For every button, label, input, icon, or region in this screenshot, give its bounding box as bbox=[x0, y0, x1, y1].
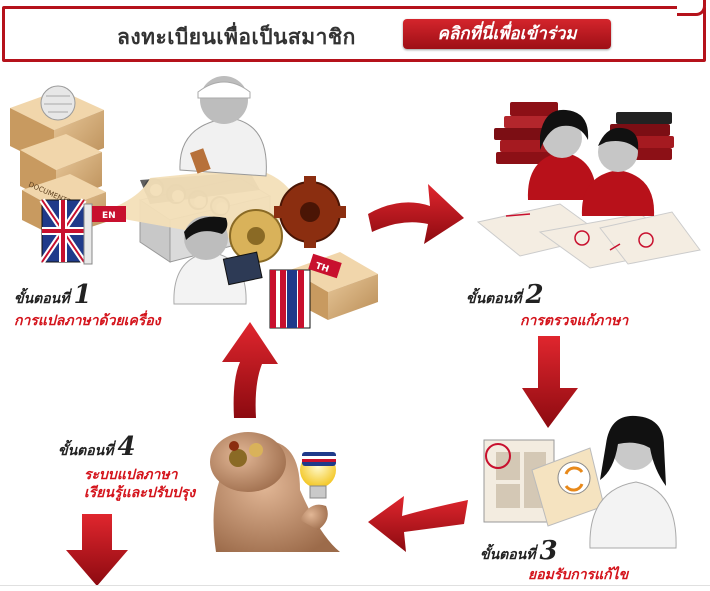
step-3-number: 3 bbox=[539, 536, 558, 566]
reviewer-man-figure bbox=[581, 127, 655, 216]
th-flag-label: TH bbox=[314, 261, 330, 275]
learning-system-scene bbox=[210, 432, 340, 552]
step-4-desc-line-1: ระบบแปลภาษา bbox=[84, 467, 178, 483]
step-1-label: ขั้นตอนที่1 bbox=[14, 280, 92, 310]
thai-book-icon: TH bbox=[269, 252, 378, 329]
proofreading-scene bbox=[476, 102, 701, 269]
banner-corner-decoration bbox=[677, 0, 706, 16]
step-4-label-text: ขั้นตอนที่ bbox=[58, 443, 114, 459]
step-2-desc-line: การตรวจแก้ภาษา bbox=[520, 313, 629, 329]
arrow-down-continue bbox=[66, 514, 128, 586]
acceptance-scene bbox=[483, 415, 677, 549]
step-1-desc-line: การแปลภาษาด้วยเครื่อง bbox=[14, 313, 161, 329]
step-4-number: 4 bbox=[117, 432, 136, 462]
machine-operator-figure bbox=[179, 76, 267, 177]
arrow-step1-to-step2 bbox=[368, 184, 464, 244]
brain-gears-icon bbox=[229, 441, 263, 467]
step-3-label-text: ขั้นตอนที่ bbox=[480, 547, 536, 563]
join-button[interactable]: คลิกที่นี่เพื่อเข้าร่วม bbox=[403, 19, 611, 49]
step-2-label-text: ขั้นตอนที่ bbox=[466, 291, 522, 307]
gears-icon bbox=[229, 176, 346, 263]
banner-title: ลงทะเบียนเพื่อเป็นสมาชิก bbox=[117, 25, 356, 49]
bottom-divider bbox=[0, 585, 710, 586]
english-book-icon bbox=[39, 198, 93, 265]
register-banner: ลงทะเบียนเพื่อเป็นสมาชิก คลิกที่นี่เพื่อ… bbox=[2, 0, 706, 62]
step-2-description: การตรวจแก้ภาษา bbox=[520, 312, 628, 330]
reviewer-woman-figure bbox=[527, 109, 597, 200]
step-2-number: 2 bbox=[525, 280, 544, 310]
step-3-label: ขั้นตอนที่3 bbox=[480, 536, 558, 566]
step-4-label: ขั้นตอนที่4 bbox=[58, 432, 136, 462]
step-4-description: ระบบแปลภาษา เรียนรู้และปรับปรุง bbox=[84, 466, 195, 502]
approver-woman-figure bbox=[589, 415, 677, 549]
machine-translation-scene: DOCUMENTS bbox=[10, 76, 378, 329]
step-4-desc-line-2: เรียนรู้และปรับปรุง bbox=[84, 485, 196, 501]
refresh-icon bbox=[557, 461, 591, 495]
papers-icon bbox=[476, 203, 701, 269]
arrow-step4-to-step1 bbox=[222, 322, 278, 418]
step-1-description: การแปลภาษาด้วยเครื่อง bbox=[14, 312, 161, 330]
lightbulb-icon bbox=[300, 452, 336, 499]
en-flag-label: EN bbox=[102, 211, 116, 221]
step-1-number: 1 bbox=[73, 280, 92, 310]
step-2-label: ขั้นตอนที่2 bbox=[466, 280, 544, 310]
step-3-desc-line: ยอมรับการแก้ไข bbox=[528, 567, 629, 583]
scientist-figure bbox=[173, 216, 263, 305]
step-3-description: ยอมรับการแก้ไข bbox=[528, 566, 628, 584]
step-1-label-text: ขั้นตอนที่ bbox=[14, 291, 70, 307]
arrow-step2-to-step3 bbox=[522, 336, 578, 428]
arrow-step3-to-step4 bbox=[368, 496, 468, 552]
